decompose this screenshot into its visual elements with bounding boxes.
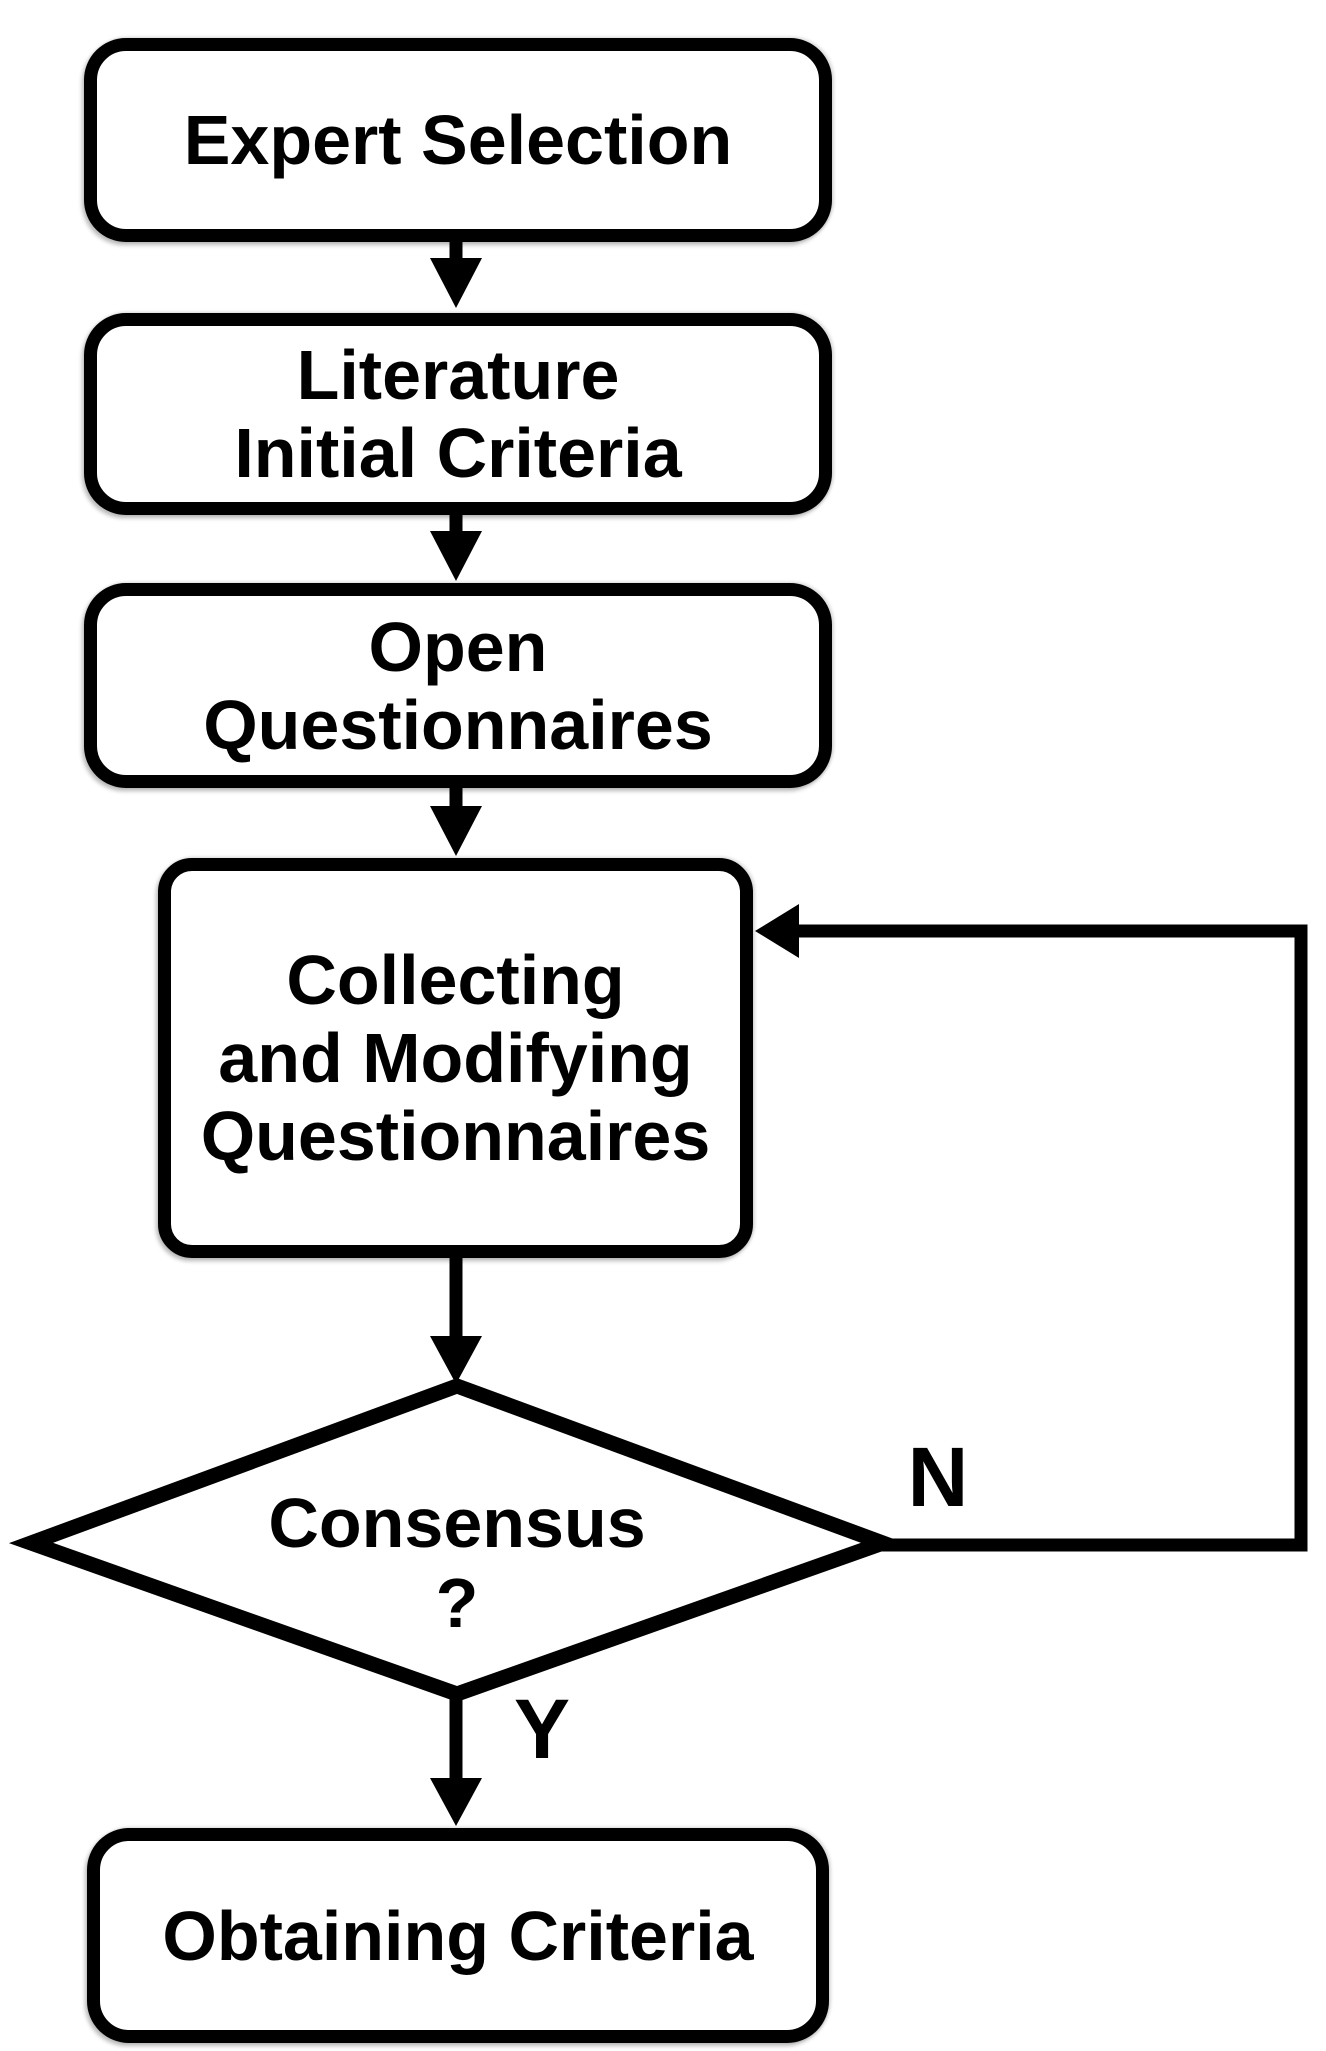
arrow-expert-to-literature bbox=[430, 242, 482, 308]
node-open-label-line2: Questionnaires bbox=[203, 685, 713, 764]
node-expert-selection: Expert Selection bbox=[84, 38, 832, 242]
node-collect-label-line1: Collecting bbox=[286, 941, 625, 1019]
edge-label-yes: Y bbox=[513, 1682, 571, 1776]
node-open-questionnaires: Open Questionnaires bbox=[84, 583, 832, 788]
arrow-collect-to-decision bbox=[430, 1258, 482, 1384]
node-collect-label-line2: and Modifying bbox=[218, 1019, 693, 1097]
feedback-arrowhead bbox=[755, 904, 799, 958]
node-expert-selection-label: Expert Selection bbox=[183, 101, 733, 179]
arrow-decision-to-obtain bbox=[430, 1694, 482, 1826]
decision-label-line1: Consensus bbox=[268, 1484, 646, 1562]
decision-label-line2: ? bbox=[435, 1564, 479, 1642]
decision-consensus: Consensus ? bbox=[37, 1386, 877, 1694]
edge-label-no: N bbox=[907, 1430, 969, 1524]
node-collecting-modifying-questionnaires: Collecting and Modifying Questionnaires bbox=[158, 858, 753, 1258]
feedback-loop-line bbox=[755, 904, 1308, 1552]
node-collect-label-line3: Questionnaires bbox=[200, 1097, 711, 1175]
node-literature-initial-criteria: Literature Initial Criteria bbox=[84, 313, 832, 515]
arrow-open-to-collect bbox=[430, 788, 482, 856]
node-literature-label-line1: Literature bbox=[296, 336, 620, 414]
node-obtaining-criteria: Obtaining Criteria bbox=[87, 1828, 829, 2043]
arrow-literature-to-open bbox=[430, 515, 482, 581]
node-literature-label-line2: Initial Criteria bbox=[234, 414, 682, 492]
node-open-label-line1: Open bbox=[368, 607, 548, 686]
node-obtain-label: Obtaining Criteria bbox=[162, 1896, 754, 1975]
